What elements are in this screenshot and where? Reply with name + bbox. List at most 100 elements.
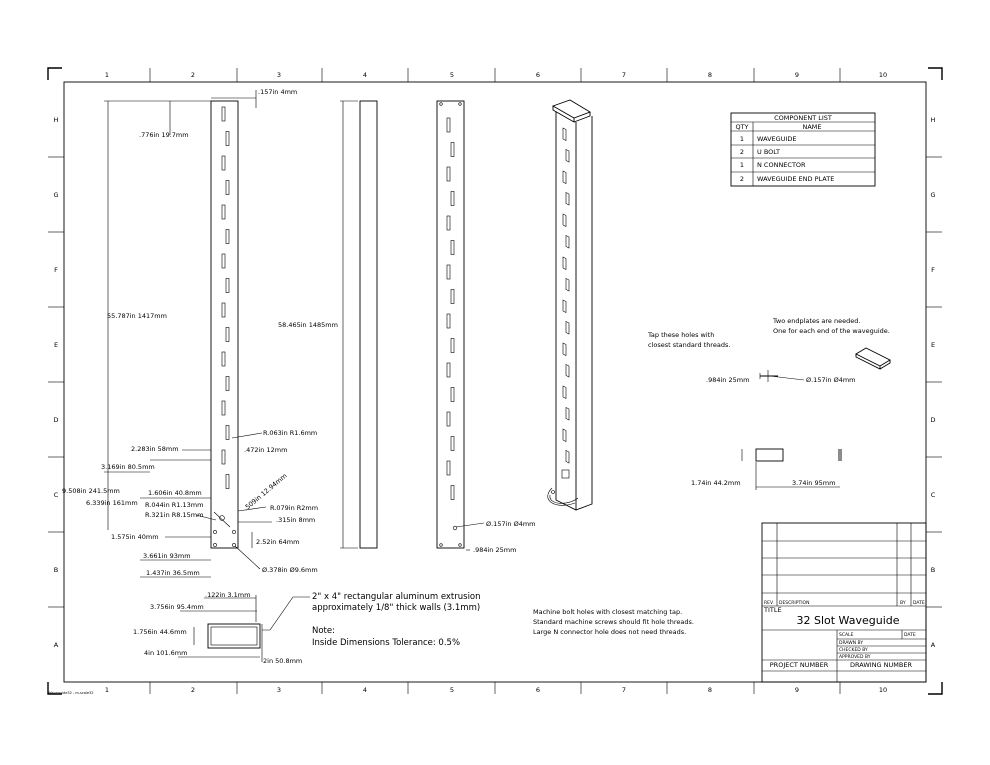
slot (450, 142, 455, 157)
dim-9508: 9.508in 241.5mm (62, 487, 120, 495)
slot (446, 215, 451, 231)
slot (446, 460, 451, 476)
slot (225, 180, 230, 195)
col-label: 1 (105, 71, 109, 79)
slot (562, 385, 567, 399)
slot (221, 253, 226, 269)
front-view-outline (210, 100, 239, 549)
row-label: B (54, 566, 58, 574)
slot (221, 302, 226, 318)
component-list: COMPONENT LIST QTY NAME 1 WAVEGUIDE 2 U … (730, 112, 876, 187)
row-label: F (931, 266, 935, 274)
col-label: 6 (536, 71, 540, 79)
col-label: 3 (277, 686, 281, 694)
row-name: U BOLT (757, 148, 780, 156)
dim-r063: R.063in R1.6mm (263, 429, 317, 437)
slot (446, 264, 451, 280)
slot (450, 240, 455, 255)
slot (565, 407, 570, 421)
extrusion-view: 58.465in 1485mm (278, 100, 378, 549)
row-label: A (54, 641, 59, 649)
dim-total-length: 55.787in 1417mm (107, 312, 167, 320)
slot (225, 425, 230, 440)
tb-drawn-by: DRAWN BY (839, 640, 863, 646)
dim-r044: R.044in R1.13mm (145, 501, 203, 509)
row-label: E (54, 341, 58, 349)
dim-1575: 1.575in 40mm (111, 533, 159, 541)
row-name: WAVEGUIDE (757, 135, 796, 143)
dim-2283: 2.283in 58mm (131, 445, 179, 453)
tolerance-note: Inside Dimensions Tolerance: 0.5% (312, 638, 460, 648)
dim-side-dia157: Ø.157in Ø4mm (486, 520, 536, 528)
cross-section: .122in 3.1mm 3.756in 95.4mm 1.756in 44.6… (133, 591, 481, 665)
note-label: Note: (312, 626, 335, 636)
col-label: 6 (536, 686, 540, 694)
dim-sec-3756: 3.756in 95.4mm (150, 603, 204, 611)
row-label: D (53, 416, 58, 424)
row-labels-left: H G F E D C B A (53, 116, 58, 649)
row-label: A (931, 641, 936, 649)
slot (221, 400, 226, 416)
slot (565, 450, 570, 464)
col-label: 2 (191, 71, 195, 79)
column-labels-top: 1 2 3 4 5 6 7 8 9 10 (105, 71, 887, 79)
slot (565, 235, 570, 249)
dim-6339: 6.339in 161mm (86, 499, 138, 507)
slot (225, 376, 230, 391)
col-qty: QTY (735, 123, 748, 131)
front-bottom-holes (213, 511, 236, 547)
tb-project-number: PROJECT NUMBER (770, 661, 829, 669)
row-label: C (931, 491, 936, 499)
col-label: 8 (708, 686, 712, 694)
extrusion-outline (359, 100, 378, 549)
slot (565, 149, 570, 163)
slot (562, 342, 567, 356)
slot (565, 364, 570, 378)
row-label: G (930, 191, 935, 199)
dim-w472: .472in 12mm (244, 446, 287, 454)
row-qty: 1 (740, 161, 744, 169)
slot (225, 278, 230, 293)
tb-scale: SCALE (839, 632, 854, 638)
row-label: F (54, 266, 58, 274)
machine-notes: Machine bolt holes with closest matching… (533, 608, 694, 636)
extrusion-note-2: approximately 1/8" thick walls (3.1mm) (312, 603, 480, 613)
side-view-outline (436, 100, 465, 549)
col-label: 9 (795, 71, 799, 79)
dim-ep-374: 3.74in 95mm (792, 479, 835, 487)
row-label: C (54, 491, 59, 499)
slot (221, 204, 226, 220)
col-label: 5 (450, 71, 454, 79)
col-label: 10 (879, 71, 887, 79)
tap-note-1: Tap these holes with (647, 331, 714, 339)
dim-side-984: .984in 25mm (473, 546, 516, 554)
row-name: WAVEGUIDE END PLATE (757, 175, 834, 183)
slot (225, 327, 230, 342)
dim-r321: R.321in R8.15mm (145, 511, 203, 519)
tb-approved-by: APPROVED BY (839, 654, 871, 660)
isometric-view (547, 99, 593, 511)
col-label: 2 (191, 686, 195, 694)
slot (450, 387, 455, 402)
side-view: Ø.157in Ø4mm .984in 25mm (436, 100, 536, 554)
dim-sec-1756: 1.756in 44.6mm (133, 628, 187, 636)
dim-r079: R.079in R2mm (270, 504, 318, 512)
row-label: H (54, 116, 59, 124)
col-label: 10 (879, 686, 887, 694)
machine-note-2: Standard machine screws should fit hole … (533, 618, 694, 626)
col-label: 7 (622, 71, 626, 79)
slot (446, 362, 451, 378)
slot (446, 313, 451, 329)
slot (221, 449, 226, 465)
dim-1437: 1.437in 36.5mm (146, 569, 200, 577)
dim-sec-122: .122in 3.1mm (205, 591, 250, 599)
slot (446, 166, 451, 182)
slot (562, 127, 567, 141)
row-label: G (53, 191, 58, 199)
slot (562, 213, 567, 227)
column-labels-bottom: 1 2 3 4 5 6 7 8 9 10 (105, 686, 887, 694)
dim-ep-174: 1.74in 44.2mm (691, 479, 741, 487)
col-label: 1 (105, 686, 109, 694)
tb-date2: DATE (904, 632, 916, 638)
col-label: 9 (795, 686, 799, 694)
